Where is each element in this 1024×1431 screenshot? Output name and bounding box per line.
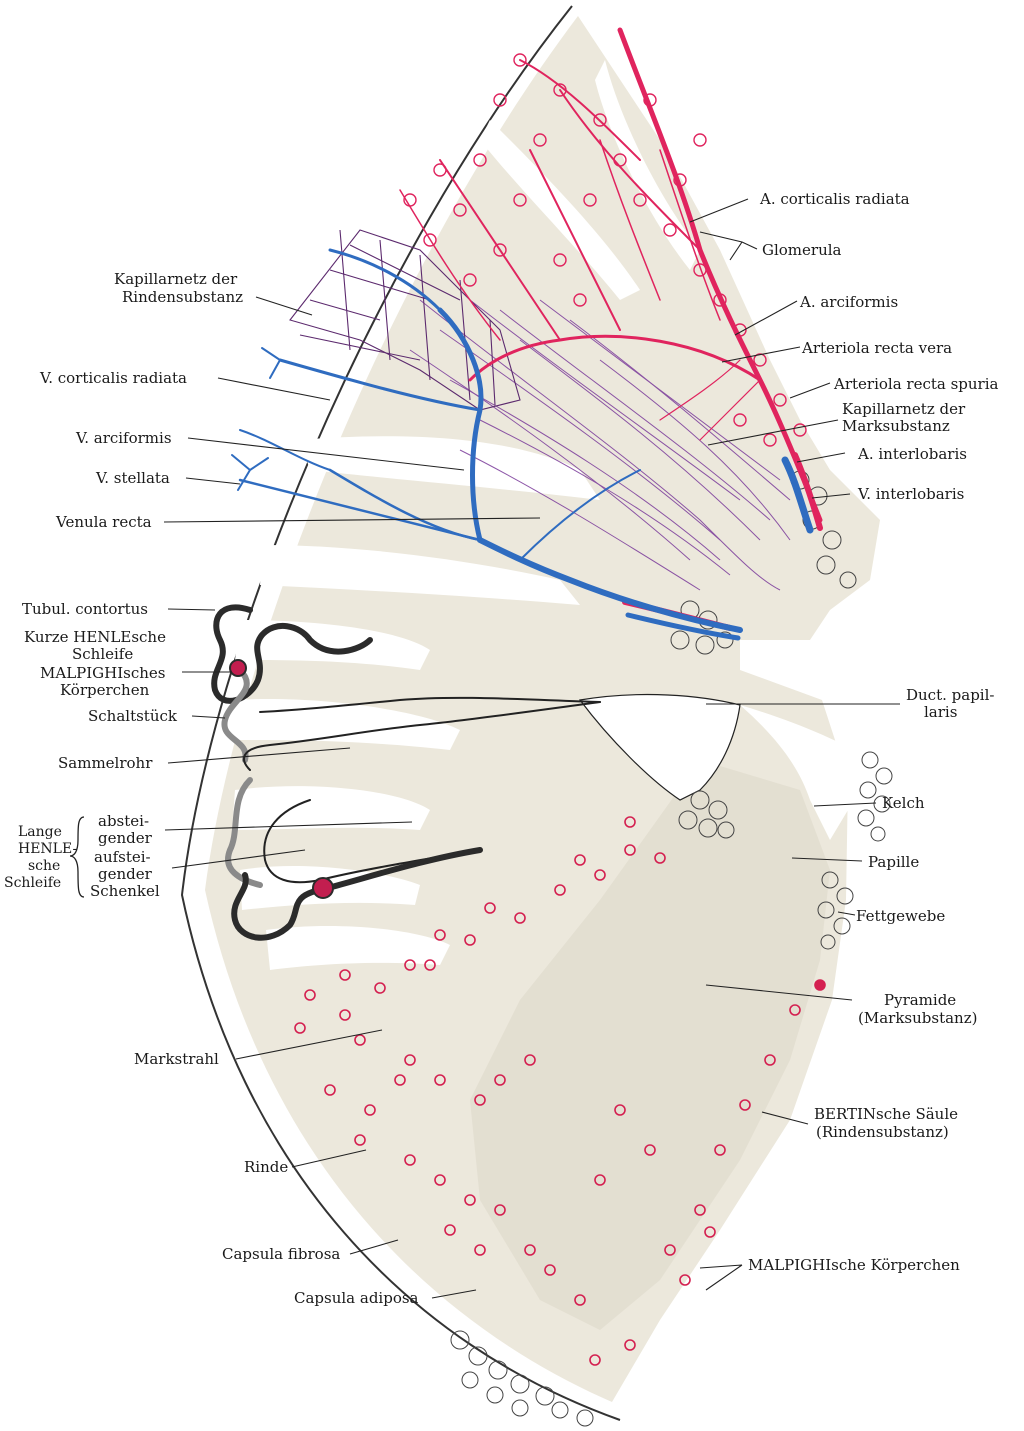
label-malpighi-2: Körperchen [60,681,150,699]
henle-brace [70,817,84,897]
label-schaltstueck: Schaltstück [88,707,178,725]
label-papille: Papille [868,853,919,871]
label-fettgewebe: Fettgewebe [856,907,945,925]
label-aufstei-1: aufstei- [94,848,151,866]
malpighi-body-upper [230,660,246,676]
label-glomerula: Glomerula [762,241,842,259]
label-tubul-contortus: Tubul. contortus [22,600,148,618]
label-abstei-1: abstei- [98,812,149,830]
label-malpighi-1: MALPIGHIsches [40,664,166,682]
label-aufstei-3: Schenkel [90,882,160,900]
label-bertin-1: BERTINsche Säule [814,1105,958,1123]
label-markstrahl: Markstrahl [134,1050,219,1068]
label-v-arciformis: V. arciformis [75,429,172,447]
label-kap-rinde-1: Kapillarnetz der [114,270,238,288]
label-lange-4: Schleife [4,875,61,891]
label-kurze-henle-2: Schleife [72,645,133,663]
label-kap-mark-2: Marksubstanz [842,417,950,435]
label-arteriola-recta-spuria: Arteriola recta spuria [833,375,999,393]
malpighi-body-lower [313,878,333,898]
label-v-corticalis-radiata: V. corticalis radiata [39,369,187,387]
label-arteriola-recta-vera: Arteriola recta vera [801,339,952,357]
label-malpighi-koerperchen: MALPIGHIsche Körperchen [748,1256,960,1274]
label-v-stellata: V. stellata [95,469,170,487]
label-pyramide-2: (Marksubstanz) [858,1009,977,1027]
label-venula-recta: Venula recta [55,513,152,531]
label-duct-papil-2: laris [924,703,957,721]
label-pyramide-1: Pyramide [884,991,956,1009]
label-aufstei-2: gender [98,865,153,883]
label-abstei-2: gender [98,829,153,847]
label-kelch: Kelch [882,794,925,812]
label-capsula-adiposa: Capsula adiposa [294,1289,419,1307]
label-a-corticalis-radiata: A. corticalis radiata [759,190,910,208]
label-kap-rinde-2: Rindensubstanz [122,288,243,306]
label-sammelrohr: Sammelrohr [58,754,153,772]
label-a-arciformis: A. arciformis [799,293,898,311]
label-rinde: Rinde [244,1158,288,1176]
label-kap-mark-1: Kapillarnetz der [842,400,966,418]
label-lange-2: HENLE- [18,841,77,857]
label-lange-3: sche [28,858,60,874]
label-lange-1: Lange [18,824,62,840]
label-a-interlobaris: A. interlobaris [857,445,967,463]
label-kurze-henle-1: Kurze HENLEsche [24,628,166,646]
label-duct-papil-1: Duct. papil- [906,686,994,704]
label-v-interlobaris: V. interlobaris [857,485,964,503]
label-capsula-fibrosa: Capsula fibrosa [222,1245,340,1263]
label-bertin-2: (Rindensubstanz) [816,1123,949,1141]
